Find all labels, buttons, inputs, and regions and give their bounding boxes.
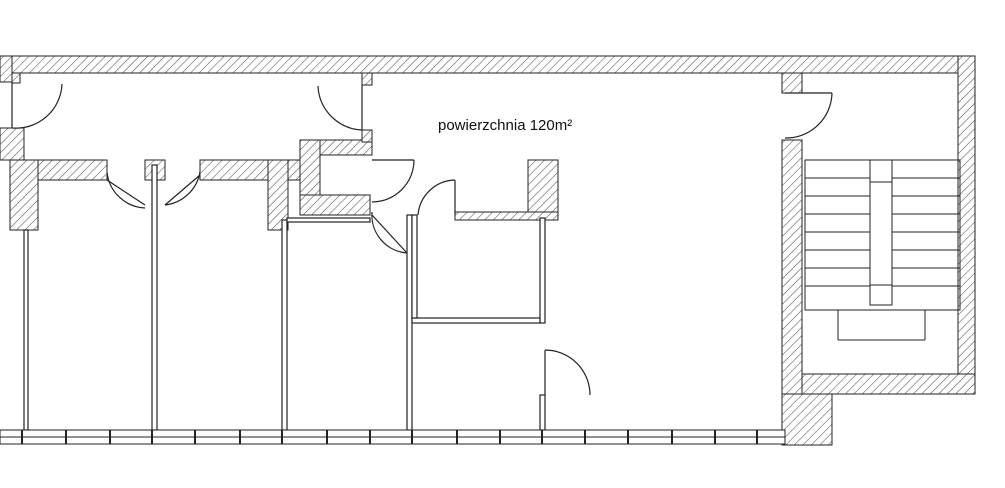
partition-b — [151, 164, 158, 431]
stairwell-bottom-wall — [799, 373, 976, 395]
pillar-1 — [9, 159, 39, 231]
exterior-walls — [0, 55, 976, 446]
bath-wall-bottom — [299, 194, 371, 216]
left-wall-top — [0, 55, 13, 83]
top-stub-2 — [361, 72, 373, 86]
kitchen-wall-bottom — [454, 211, 559, 221]
partition-g — [539, 394, 546, 431]
top-stub-1 — [11, 72, 21, 84]
partition-d — [406, 214, 413, 431]
partitions — [23, 164, 546, 431]
door-room4 — [544, 349, 591, 396]
top-stub-3 — [361, 129, 373, 143]
door-stairwell — [784, 92, 833, 139]
door-room1 — [106, 171, 146, 209]
left-wall-mid — [0, 127, 25, 161]
doors — [11, 82, 833, 396]
door-bath — [371, 159, 415, 203]
partition-f — [539, 217, 546, 324]
stairwell-left-wall-base — [781, 393, 833, 446]
top-wall — [0, 55, 976, 74]
door-room3 — [371, 211, 408, 254]
right-wall — [957, 55, 976, 395]
pillar-2 — [267, 159, 289, 231]
partition-i — [411, 214, 418, 319]
partition-h — [286, 217, 371, 223]
area-label: powierzchnia 120m² — [438, 117, 572, 134]
door-kitchen — [417, 179, 456, 216]
partition-c — [281, 219, 288, 431]
kitchen-wall-right — [527, 159, 559, 221]
door-room2 — [164, 171, 201, 206]
partition-e — [411, 317, 541, 324]
door-hall-top — [317, 85, 363, 131]
window-band — [0, 429, 786, 445]
stairwell-upper-stub — [781, 72, 803, 94]
partition-a — [23, 229, 29, 431]
staircase — [804, 159, 961, 341]
door-entry-left — [11, 82, 63, 129]
